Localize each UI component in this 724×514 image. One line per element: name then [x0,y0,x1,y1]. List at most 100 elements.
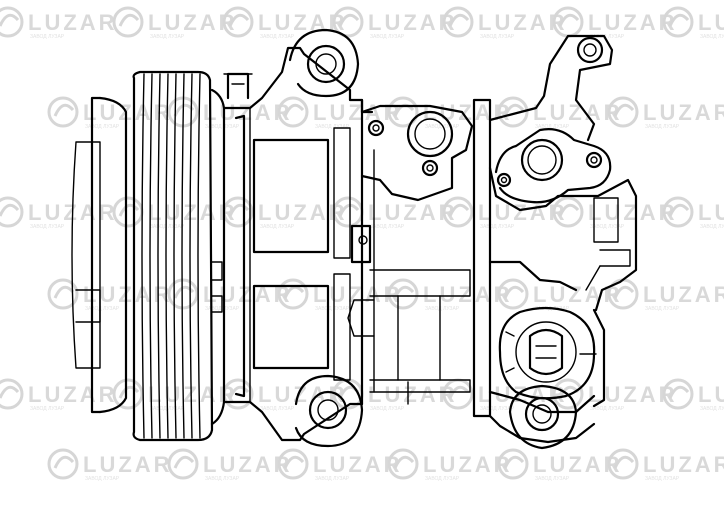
watermark-tagline-text: ЗАВОД ЛУЗАР [425,124,460,130]
watermark-tagline-text: ЗАВОД ЛУЗАР [700,406,724,412]
watermark-tagline-text: ЗАВОД ЛУЗАР [150,224,185,230]
watermark-tagline-text: ЗАВОД ЛУЗАР [85,476,120,482]
watermark-brand-text: LUZAR [588,10,678,35]
watermark-brand-text: LUZAR [588,200,678,225]
pulley-groove [181,73,185,439]
watermark-brand-text: LUZAR [588,382,678,407]
watermark-brand-text: LUZAR [258,382,348,407]
watermark-tagline-text: ЗАВОД ЛУЗАР [85,124,120,130]
lower-label-plate [252,284,330,370]
suction-port [406,110,454,158]
watermark-brand-text: LUZAR [533,100,623,125]
watermark-brand-text: LUZAR [148,10,238,35]
watermark-tagline-text: ЗАВОД ЛУЗАР [205,476,240,482]
hub-ring [210,88,226,426]
watermark-tagline-text: ЗАВОД ЛУЗАР [425,306,460,312]
watermark-tagline-text: ЗАВОД ЛУЗАР [425,476,460,482]
watermark-brand-text: LUZAR [698,382,724,407]
watermark-tagline-text: ЗАВОД ЛУЗАР [700,224,724,230]
watermark-brand-text: LUZAR [478,10,568,35]
pulley [132,70,214,442]
pulley-groove [165,73,169,439]
watermark-brand-text: LUZAR [258,200,348,225]
watermark-tagline-text: ЗАВОД ЛУЗАР [30,224,65,230]
watermark-tagline-text: ЗАВОД ЛУЗАР [590,224,625,230]
watermark-brand-text: LUZAR [423,452,513,477]
pulley-groove [189,73,193,439]
control-valve [498,306,597,400]
watermark-brand-text: LUZAR [368,382,458,407]
watermark-tagline-text: ЗАВОД ЛУЗАР [260,406,295,412]
watermark-tagline-text: ЗАВОД ЛУЗАР [30,34,65,40]
watermark-brand-text: LUZAR [28,382,118,407]
compressor-body [211,28,374,448]
upper-mount-ear [288,28,360,98]
watermark-tagline-text: ЗАВОД ЛУЗАР [150,34,185,40]
watermark-tagline-text: ЗАВОД ЛУЗАР [370,224,405,230]
watermark-tagline-text: ЗАВОД ЛУЗАР [590,406,625,412]
watermark-tagline-text: ЗАВОД ЛУЗАР [30,406,65,412]
watermark-brand-text: LUZAR [643,282,724,307]
watermark-brand-text: LUZAR [698,200,724,225]
rear-head [488,34,638,450]
watermark-tagline-text: ЗАВОД ЛУЗАР [645,476,680,482]
watermark-brand-text: LUZAR [83,452,173,477]
watermark-tagline-text: ЗАВОД ЛУЗАР [535,124,570,130]
watermark-tagline-text: ЗАВОД ЛУЗАР [260,34,295,40]
pulley-groove [141,73,145,439]
lower-rear-mount-ear [508,384,578,450]
watermark-tagline-text: ЗАВОД ЛУЗАР [480,34,515,40]
watermark-tagline-text: ЗАВОД ЛУЗАР [645,124,680,130]
watermark-brand-text: LUZAR [368,200,458,225]
watermark-tagline-text: ЗАВОД ЛУЗАР [480,406,515,412]
watermark-brand-text: LUZAR [28,10,118,35]
watermark-tagline-text: ЗАВОД ЛУЗАР [370,406,405,412]
center-housing [347,98,474,406]
watermark-brand-text: LUZAR [368,10,458,35]
pulley-grooves [141,73,201,439]
watermark-brand-text: LUZAR [698,10,724,35]
compressor-drawing [71,28,638,450]
pulley-groove [149,73,153,439]
watermark-brand-text: LUZAR [643,452,724,477]
watermark-tagline-text: ЗАВОД ЛУЗАР [85,306,120,312]
watermark-tagline-text: ЗАВОД ЛУЗАР [645,306,680,312]
watermark-tagline-text: ЗАВОД ЛУЗАР [590,34,625,40]
watermark-brand-text: LUZAR [423,282,513,307]
watermark-tagline-text: ЗАВОД ЛУЗАР [315,124,350,130]
watermark-tagline-text: ЗАВОД ЛУЗАР [535,476,570,482]
watermark-brand-text: LUZAR [478,200,568,225]
